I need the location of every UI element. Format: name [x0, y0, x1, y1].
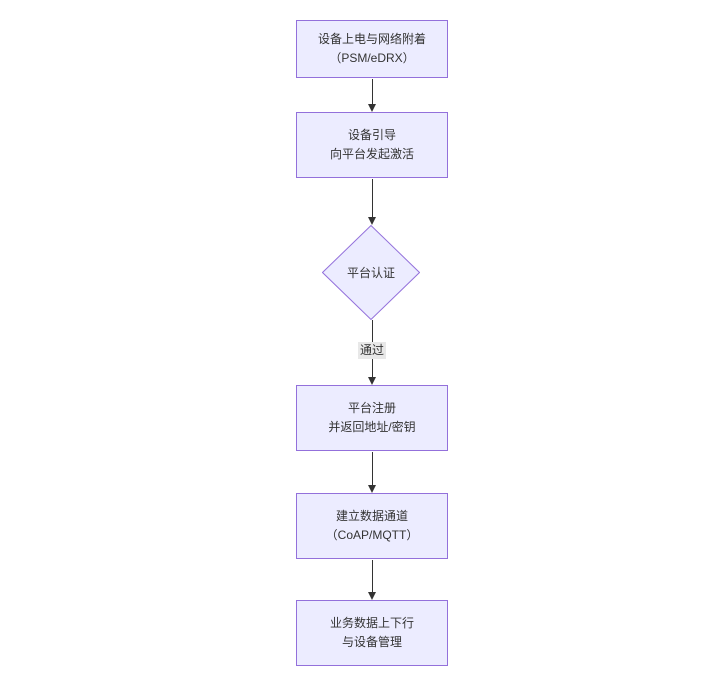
node-power-on-line2: （PSM/eDRX） [329, 51, 415, 65]
node-auth-decision: 平台认证 [322, 225, 420, 320]
node-channel-line1: 建立数据通道 [335, 509, 408, 523]
edge-label-pass: 通过 [357, 342, 387, 359]
node-register-line1: 平台注册 [347, 401, 396, 415]
arrow-down-icon [368, 217, 376, 225]
edge-channel-to-business [372, 560, 373, 592]
node-power-on-line1: 设备上电与网络附着 [317, 32, 426, 46]
arrow-down-icon [368, 485, 376, 493]
node-channel: 建立数据通道 （CoAP/MQTT） [296, 493, 448, 559]
diamond-shape-icon [322, 225, 420, 320]
edge-bootstrap-to-auth [372, 179, 373, 217]
arrow-down-icon [368, 377, 376, 385]
arrow-down-icon [368, 592, 376, 600]
node-auth-label: 平台认证 [346, 266, 395, 280]
node-business-line1: 业务数据上下行 [329, 616, 414, 630]
node-channel-line2: （CoAP/MQTT） [325, 528, 419, 542]
arrow-down-icon [368, 104, 376, 112]
node-register-line2: 并返回地址/密钥 [328, 420, 416, 434]
edge-power-on-to-bootstrap [372, 79, 373, 104]
node-power-on: 设备上电与网络附着 （PSM/eDRX） [296, 20, 448, 78]
node-business-line2: 与设备管理 [341, 635, 402, 649]
edge-register-to-channel [372, 452, 373, 485]
node-business: 业务数据上下行 与设备管理 [296, 600, 448, 666]
node-bootstrap-line1: 设备引导 [347, 128, 396, 142]
node-bootstrap-line2: 向平台发起激活 [329, 147, 414, 161]
node-bootstrap: 设备引导 向平台发起激活 [296, 112, 448, 178]
node-register: 平台注册 并返回地址/密钥 [296, 385, 448, 451]
